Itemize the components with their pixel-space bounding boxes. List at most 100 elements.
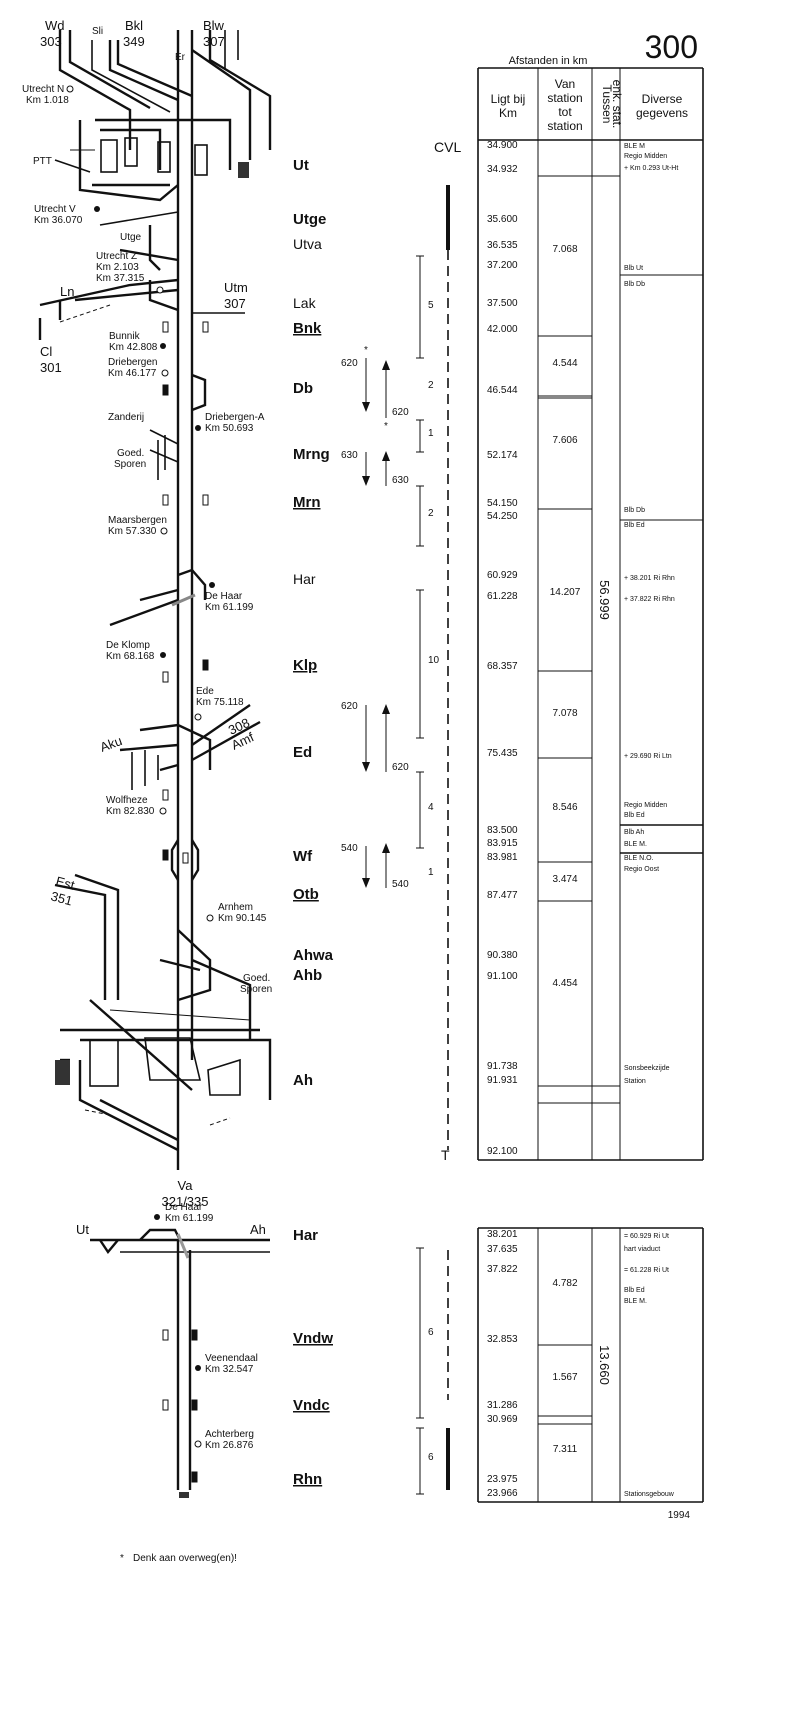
- junction-est-num: 351: [49, 888, 74, 908]
- junction-bkl-num: 349: [123, 34, 145, 49]
- km-cell: 36.535: [487, 240, 518, 251]
- block-number: 2: [428, 508, 434, 519]
- km-cell: 83.500: [487, 825, 518, 836]
- km-cell: 46.544: [487, 385, 518, 396]
- km-cell: 75.435: [487, 748, 518, 759]
- station-code-otb: Otb: [293, 886, 319, 903]
- block-number: 10: [428, 655, 440, 666]
- km-cell: 87.477: [487, 890, 518, 901]
- station-code-ut: Ut: [293, 157, 309, 174]
- km-cell: 31.286: [487, 1400, 518, 1411]
- diverse-cell: Stationsgebouw: [624, 1491, 675, 1498]
- cvl-label: CVL: [434, 139, 461, 155]
- label-goed-1: Goed.: [117, 448, 144, 459]
- junction-wd-num: 303: [40, 34, 62, 49]
- diverse-cell: = 61.228 Ri Ut: [624, 1267, 669, 1274]
- station-code-vndc: Vndc: [293, 1397, 330, 1414]
- col-div-2: gegevens: [636, 106, 688, 120]
- diverse-cell: + 38.201 Ri Rhn: [624, 575, 675, 582]
- km-cell: 54.250: [487, 511, 518, 522]
- branch-track-diagram: Ut Ah De Haar Km 61.199 Veenendaal Km 32…: [76, 1202, 270, 1498]
- gradient-value: 620: [392, 762, 409, 773]
- place-name: Achterberg: [205, 1429, 254, 1440]
- block-number: 4: [428, 802, 434, 813]
- station-code-ahb: Ahb: [293, 967, 322, 984]
- place-name: Utrecht Z: [96, 251, 137, 262]
- diverse-cell: Station: [624, 1078, 646, 1085]
- gradient-value: 630: [341, 450, 358, 461]
- van-cell: 4.454: [552, 978, 577, 989]
- diverse-cell: Blb Ed: [624, 522, 645, 529]
- col-km-1: Ligt bij: [491, 92, 526, 106]
- main-track-diagram: [38, 30, 272, 1170]
- junction-utge: Utge: [120, 232, 142, 243]
- diverse-cell: BLE M.: [624, 1298, 647, 1305]
- place-km: Km 75.118: [196, 697, 244, 708]
- place-km: Km 61.199: [165, 1213, 214, 1224]
- route-number: 300: [645, 29, 698, 65]
- km-cell: 23.966: [487, 1488, 518, 1499]
- place-km: Km 42.808: [109, 342, 158, 353]
- place-km: Km 68.168: [106, 651, 155, 662]
- station-code-lak: Lak: [293, 295, 317, 311]
- junction-er: Er: [175, 52, 186, 63]
- station-code-utva: Utva: [293, 236, 322, 252]
- diverse-cell: hart viaduct: [624, 1246, 660, 1253]
- branch-ah: Ah: [250, 1222, 266, 1237]
- junction-est: Est: [54, 873, 76, 892]
- van-cell: 7.606: [552, 435, 577, 446]
- van-cell: 3.474: [552, 874, 577, 885]
- diverse-cell: + 37.822 Ri Rhn: [624, 596, 675, 603]
- gradient-value: 630: [392, 475, 409, 486]
- legend-star: *: [120, 1553, 124, 1564]
- km-cell: 61.228: [487, 591, 518, 602]
- block-number: 6: [428, 1452, 434, 1463]
- station-code-ahwa: Ahwa: [293, 947, 334, 964]
- place-km: Km 32.547: [205, 1364, 254, 1375]
- junction-blw-num: 307: [203, 34, 225, 49]
- place-name: Wolfheze: [106, 795, 148, 806]
- station-code-har: Har: [293, 571, 316, 587]
- km-cell: 34.932: [487, 164, 518, 175]
- km-cell: 34.900: [487, 140, 518, 151]
- star-mark-1: *: [364, 345, 368, 356]
- junction-utm: Utm: [224, 280, 248, 295]
- station-code-ah: Ah: [293, 1072, 313, 1089]
- station-code-utge: Utge: [293, 211, 326, 228]
- junction-cl-num: 301: [40, 360, 62, 375]
- place-name: Arnhem: [218, 902, 253, 913]
- km-cell: 91.100: [487, 971, 518, 982]
- km-cell: 90.380: [487, 950, 518, 961]
- km-cell: 37.635: [487, 1244, 518, 1255]
- label-zanderij: Zanderij: [108, 412, 144, 423]
- diverse-cell: Blb Ah: [624, 829, 644, 836]
- van-cell: 7.068: [552, 244, 577, 255]
- diverse-cell: BLE M.: [624, 841, 647, 848]
- place-km: Km 1.018: [26, 95, 69, 106]
- km-cell: 68.357: [487, 661, 518, 672]
- van-cell: 8.546: [552, 802, 577, 813]
- col-div-1: Diverse: [642, 92, 683, 106]
- place-km: Km 90.145: [218, 913, 267, 924]
- station-code-har: Har: [293, 1227, 318, 1244]
- col-tussen-2: enk. stat.: [610, 80, 624, 129]
- gradient-arrows: [362, 358, 390, 888]
- col-tussen-1: Tussen: [600, 85, 614, 124]
- van-cell: 4.544: [552, 358, 577, 369]
- diverse-cell: Regio Midden: [624, 153, 667, 160]
- junction-wd: Wd: [45, 18, 65, 33]
- junction-ln: Ln: [60, 284, 74, 299]
- diverse-cell: = 60.929 Ri Ut: [624, 1233, 669, 1240]
- junction-sli: Sli: [92, 26, 103, 37]
- km-cell: 52.174: [487, 450, 518, 461]
- block-sections: [416, 255, 424, 1495]
- junction-cl: Cl: [40, 344, 52, 359]
- diverse-cell: Regio Oost: [624, 866, 659, 873]
- tussen-main: 56.999: [597, 580, 612, 620]
- km-cell: 42.000: [487, 324, 518, 335]
